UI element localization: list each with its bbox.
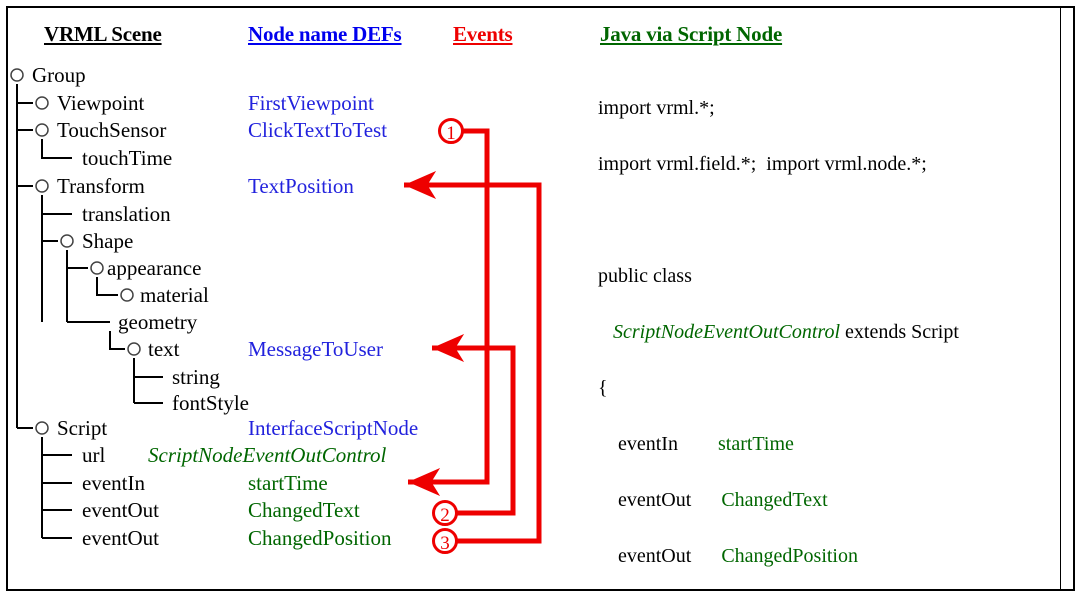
java-code-line: ScriptNodeEventOutControl extends Script [598, 322, 1068, 342]
tree-label-eventout-2: eventOut [82, 526, 159, 550]
def-textposition: TextPosition [248, 174, 354, 198]
tree-label-transform: Transform [57, 174, 145, 198]
java-code-line: { [598, 378, 1068, 398]
column-heading-vrml-scene: VRML Scene [44, 22, 162, 46]
java-code-line: eventIn startTime [598, 434, 1068, 454]
tree-label-text: text [148, 337, 180, 361]
tree-label-string: string [172, 365, 220, 389]
java-code-segment: { [598, 377, 608, 399]
java-code-line: eventOut ChangedText [598, 490, 1068, 510]
event-changedposition: ChangedPosition [248, 526, 392, 550]
java-code-segment: eventOut [598, 545, 722, 567]
column-heading-events: Events [453, 22, 513, 46]
java-code-segment: ChangedPosition [721, 545, 858, 567]
event-starttime: startTime [248, 471, 328, 495]
java-code-segment: import vrml.field.*; import vrml.node.*; [598, 153, 927, 175]
column-heading-node-name-defs: Node name DEFs [248, 22, 402, 46]
tree-label-eventin: eventIn [82, 471, 145, 495]
java-code-segment [598, 321, 613, 343]
tree-label-appearance: appearance [107, 256, 202, 280]
java-code-segment: eventOut [598, 489, 722, 511]
java-code-segment: eventIn [598, 433, 718, 455]
panel-divider [1060, 8, 1061, 589]
tree-label-group: Group [32, 63, 86, 87]
tree-label-touchtime: touchTime [82, 146, 173, 170]
java-code-line [598, 210, 1068, 230]
tree-label-geometry: geometry [118, 310, 198, 334]
def-firstviewpoint: FirstViewpoint [248, 91, 374, 115]
column-heading-java-via-script-node: Java via Script Node [600, 22, 783, 46]
def-interfacescriptnode: InterfaceScriptNode [248, 416, 419, 440]
tree-label-fontstyle: fontStyle [172, 391, 249, 415]
java-code-segment: import vrml.*; [598, 97, 715, 119]
tree-label-viewpoint: Viewpoint [57, 91, 145, 115]
tree-label-touchsensor: TouchSensor [57, 118, 167, 142]
java-code-line: public class [598, 266, 1068, 286]
def-messagetouser: MessageToUser [248, 337, 383, 361]
def-scriptnodeeventoutcontrol: ScriptNodeEventOutControl [148, 443, 387, 467]
tree-label-shape: Shape [82, 229, 134, 253]
java-code-segment: ChangedText [721, 489, 828, 511]
java-code-panel: import vrml.*; import vrml.field.*; impo… [598, 62, 1068, 597]
java-code-segment: startTime [717, 433, 794, 455]
java-code-segment: public class [598, 265, 692, 287]
java-code-segment: extends Script [840, 321, 959, 343]
tree-label-material: material [140, 283, 209, 307]
java-code-segment: ScriptNodeEventOutControl [613, 321, 841, 343]
java-code-line: eventOut ChangedPosition [598, 546, 1068, 566]
def-clicktexttotest: ClickTextToTest [248, 118, 388, 142]
tree-label-eventout-1: eventOut [82, 498, 159, 522]
tree-label-translation: translation [82, 202, 171, 226]
event-changedtext: ChangedText [248, 498, 360, 522]
java-code-line: import vrml.*; [598, 98, 1068, 118]
tree-label-url: url [82, 443, 106, 467]
tree-label-script: Script [57, 416, 108, 440]
java-code-line: import vrml.field.*; import vrml.node.*; [598, 154, 1068, 174]
